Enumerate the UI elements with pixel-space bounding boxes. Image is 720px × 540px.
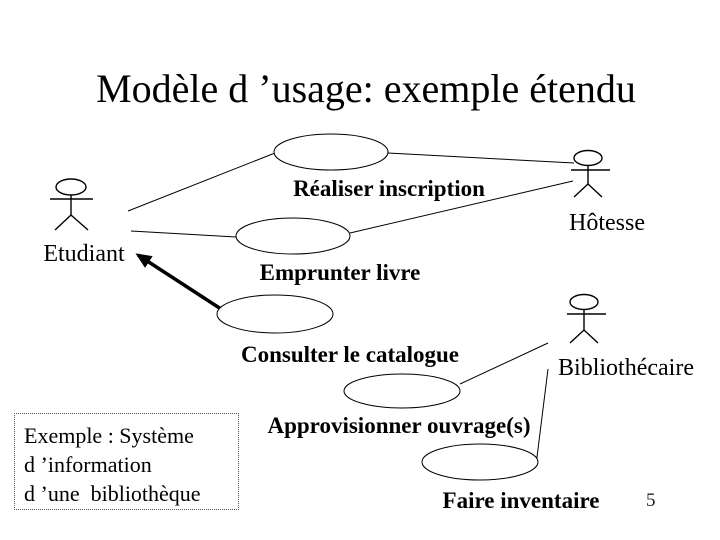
- use-case-ellipse-faire-inventaire: [421, 443, 539, 481]
- association-etudiant-emprunter-livre: [130, 230, 237, 238]
- actor-head-hotesse: [573, 149, 603, 167]
- note-line-2: d ’information: [24, 452, 152, 477]
- actor-figure-hotesse: [571, 149, 610, 198]
- note-line-1: Exemple : Système: [24, 423, 194, 448]
- actor-figure-etudiant: [50, 178, 93, 231]
- actor-figure-bibliothecaire: [567, 293, 606, 344]
- actor-label-bibliothecaire: Bibliothécaire: [558, 355, 694, 381]
- use-case-label-faire-inventaire: Faire inventaire: [442, 488, 600, 513]
- example-note-box: Exemple : Système d ’information d ’une …: [14, 413, 239, 510]
- actor-label-etudiant: Etudiant: [43, 241, 125, 267]
- use-case-ellipse-approvisionner-ouvrages: [343, 373, 461, 409]
- note-line-3: d ’une bibliothèque: [24, 481, 201, 506]
- page-number: 5: [646, 490, 656, 511]
- actor-label-hotesse: Hôtesse: [569, 210, 645, 236]
- slide-title: Modèle d ’usage: exemple étendu: [96, 66, 636, 111]
- use-case-label-emprunter-livre: Emprunter livre: [259, 260, 421, 285]
- use-case-label-consulter-le-catalogue: Consulter le catalogue: [240, 342, 460, 367]
- association-etudiant-realiser-inscription: [127, 152, 276, 212]
- use-case-label-realiser-inscription: Réaliser inscription: [293, 176, 485, 201]
- association-approvisionner-bibliothecaire: [459, 342, 549, 385]
- association-faire-inventaire-bibliothecaire: [535, 368, 549, 466]
- use-case-ellipse-emprunter-livre: [235, 217, 351, 255]
- use-case-label-approvisionner-ouvrages: Approvisionner ouvrage(s): [267, 413, 531, 438]
- use-case-ellipse-realiser-inscription: [273, 133, 389, 171]
- actor-head-bibliothecaire: [569, 293, 599, 311]
- actor-head-etudiant: [55, 178, 87, 196]
- use-case-ellipse-consulter-le-catalogue: [216, 294, 334, 334]
- association-realiser-inscription-hotesse: [387, 152, 575, 164]
- association-emprunter-livre-hotesse: [349, 180, 574, 234]
- dependency-arrow-consulter-etudiant: [135, 253, 222, 311]
